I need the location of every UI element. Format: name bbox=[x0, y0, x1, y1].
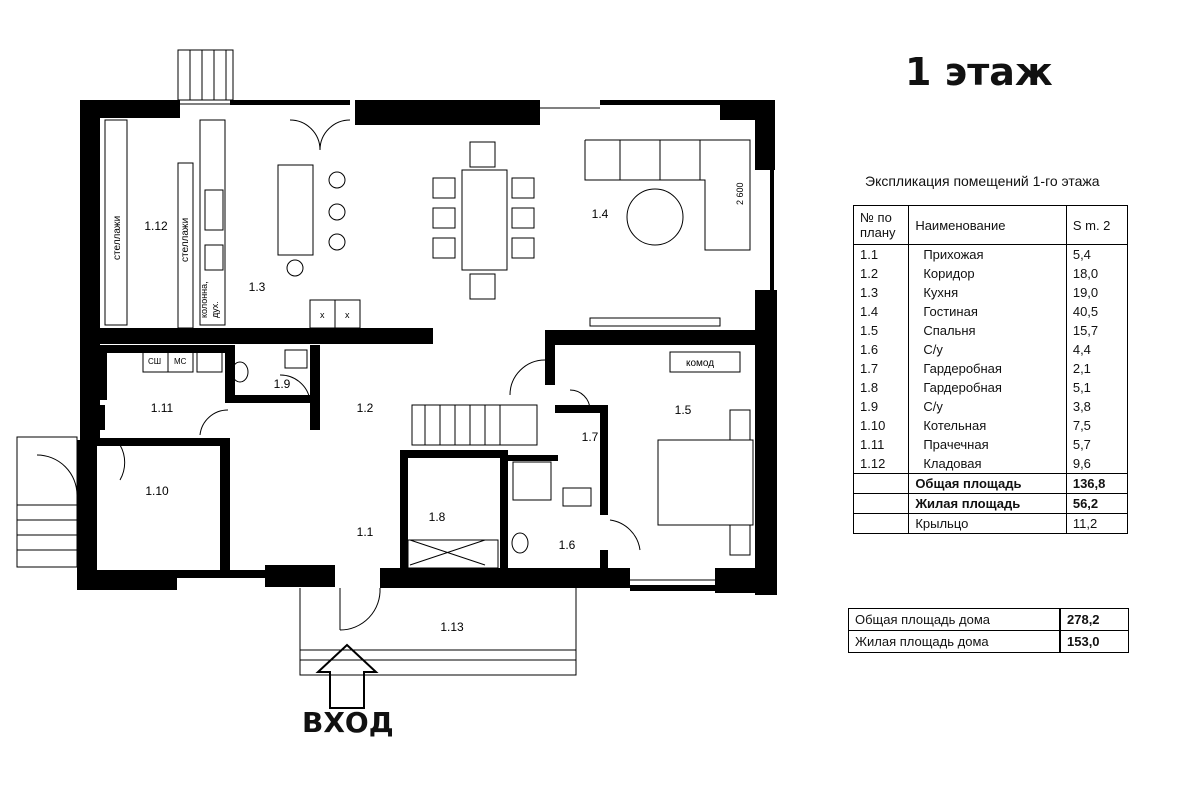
row-name: Коридор bbox=[908, 264, 1067, 283]
row-area: 3,8 bbox=[1065, 397, 1129, 416]
room-1-2: 1.2 bbox=[357, 401, 374, 415]
porch bbox=[16, 49, 577, 676]
row-num: 1.1 bbox=[852, 244, 910, 264]
row-area: 9,6 bbox=[1065, 454, 1129, 474]
room-1-6: 1.6 bbox=[559, 538, 576, 552]
entrance-arrow bbox=[315, 643, 379, 709]
room-labels: 1.1 1.2 1.3 1.4 1.5 1.6 1.7 1.8 1.9 1.10… bbox=[144, 207, 691, 634]
room-1-5: 1.5 bbox=[675, 403, 692, 417]
explication-header-row: № по плану Наименование S m. 2 bbox=[852, 205, 1129, 245]
explication-caption: Экспликация помещений 1-го этажа bbox=[865, 173, 1100, 189]
room-1-4: 1.4 bbox=[592, 207, 609, 221]
row-name: Прихожая bbox=[908, 244, 1067, 264]
row-num: 1.2 bbox=[852, 264, 910, 283]
row-area: 7,5 bbox=[1065, 416, 1129, 435]
dishwasher-label: СШ bbox=[148, 357, 161, 366]
dimension-label: 2 600 bbox=[735, 182, 745, 205]
floor-plan: 1.1 1.2 1.3 1.4 1.5 1.6 1.7 1.8 1.9 1.10… bbox=[16, 49, 777, 709]
living-area-value: 56,2 bbox=[1065, 493, 1129, 514]
plan-annotations: стеллажи стеллажи колонна, дух. комод СШ… bbox=[112, 182, 745, 369]
row-area: 19,0 bbox=[1065, 283, 1129, 302]
header-name: Наименование bbox=[908, 205, 1067, 245]
window-lines bbox=[180, 103, 773, 581]
porch-row: Крыльцо 11,2 bbox=[852, 513, 1129, 534]
row-num: 1.5 bbox=[852, 321, 910, 340]
row-num: 1.4 bbox=[852, 302, 910, 321]
row-num: 1.10 bbox=[852, 416, 910, 435]
row-name: Кухня bbox=[908, 283, 1067, 302]
oven-label: дух. bbox=[210, 301, 220, 318]
row-area: 5,1 bbox=[1065, 378, 1129, 397]
row-name: Гостиная bbox=[908, 302, 1067, 321]
row-name: Котельная bbox=[908, 416, 1067, 435]
entrance-label: ВХОД bbox=[302, 706, 394, 739]
porch-label: Крыльцо bbox=[908, 513, 1067, 534]
row-name: Кладовая bbox=[908, 454, 1067, 474]
total-area-row: Общая площадь 136,8 bbox=[852, 473, 1129, 494]
house-living-value: 153,0 bbox=[1059, 630, 1129, 653]
room-1-3: 1.3 bbox=[249, 280, 266, 294]
dresser-label: комод bbox=[686, 358, 714, 369]
floor-title: 1 этаж bbox=[905, 50, 1053, 94]
row-area: 5,7 bbox=[1065, 435, 1129, 454]
total-area-value: 136,8 bbox=[1065, 473, 1129, 494]
house-living-row: Жилая площадь дома 153,0 bbox=[848, 630, 1129, 653]
room-1-10: 1.10 bbox=[145, 484, 169, 498]
living-area-label: Жилая площадь bbox=[908, 493, 1067, 514]
row-area: 5,4 bbox=[1065, 244, 1129, 264]
header-area: S m. 2 bbox=[1065, 205, 1129, 245]
shelves-label-2: стеллажи bbox=[180, 218, 191, 262]
room-1-11: 1.11 bbox=[151, 401, 174, 415]
row-num: 1.3 bbox=[852, 283, 910, 302]
row-area: 2,1 bbox=[1065, 359, 1129, 378]
row-area: 15,7 bbox=[1065, 321, 1129, 340]
row-num: 1.11 bbox=[852, 435, 910, 454]
room-1-7: 1.7 bbox=[582, 430, 599, 444]
row-name: Гардеробная bbox=[908, 378, 1067, 397]
room-1-1: 1.1 bbox=[357, 525, 374, 539]
row-num: 1.6 bbox=[852, 340, 910, 359]
house-totals-table: Общая площадь дома 278,2 Жилая площадь д… bbox=[848, 608, 1129, 653]
row-num: 1.7 bbox=[852, 359, 910, 378]
furniture bbox=[104, 119, 754, 569]
row-num: 1.12 bbox=[852, 454, 910, 474]
room-1-12: 1.12 bbox=[144, 219, 168, 233]
room-1-9: 1.9 bbox=[274, 377, 291, 391]
row-area: 4,4 bbox=[1065, 340, 1129, 359]
porch-value: 11,2 bbox=[1065, 513, 1129, 534]
door-swings bbox=[36, 119, 641, 631]
row-name: Спальня bbox=[908, 321, 1067, 340]
interior-walls bbox=[97, 328, 755, 573]
room-1-8: 1.8 bbox=[429, 510, 446, 524]
row-name: Прачечная bbox=[908, 435, 1067, 454]
hob-mark-1: x bbox=[320, 310, 325, 320]
living-area-row: Жилая площадь 56,2 bbox=[852, 493, 1129, 514]
total-area-label: Общая площадь bbox=[908, 473, 1067, 494]
row-name: С/у bbox=[908, 397, 1067, 416]
row-name: С/у bbox=[908, 340, 1067, 359]
row-area: 40,5 bbox=[1065, 302, 1129, 321]
house-total-value: 278,2 bbox=[1059, 608, 1129, 631]
column-label: колонна, bbox=[199, 281, 209, 318]
house-total-label: Общая площадь дома bbox=[848, 608, 1061, 631]
washer-label: МС bbox=[174, 357, 187, 366]
row-area: 18,0 bbox=[1065, 264, 1129, 283]
row-name: Гардеробная bbox=[908, 359, 1067, 378]
hob-mark-2: x bbox=[345, 310, 350, 320]
row-num: 1.8 bbox=[852, 378, 910, 397]
room-1-13: 1.13 bbox=[440, 620, 464, 634]
header-num: № по плану bbox=[852, 205, 910, 245]
row-num: 1.9 bbox=[852, 397, 910, 416]
house-living-label: Жилая площадь дома bbox=[848, 630, 1061, 653]
shelves-label: стеллажи bbox=[112, 216, 123, 260]
exterior-walls bbox=[77, 100, 777, 595]
house-total-row: Общая площадь дома 278,2 bbox=[848, 608, 1129, 631]
